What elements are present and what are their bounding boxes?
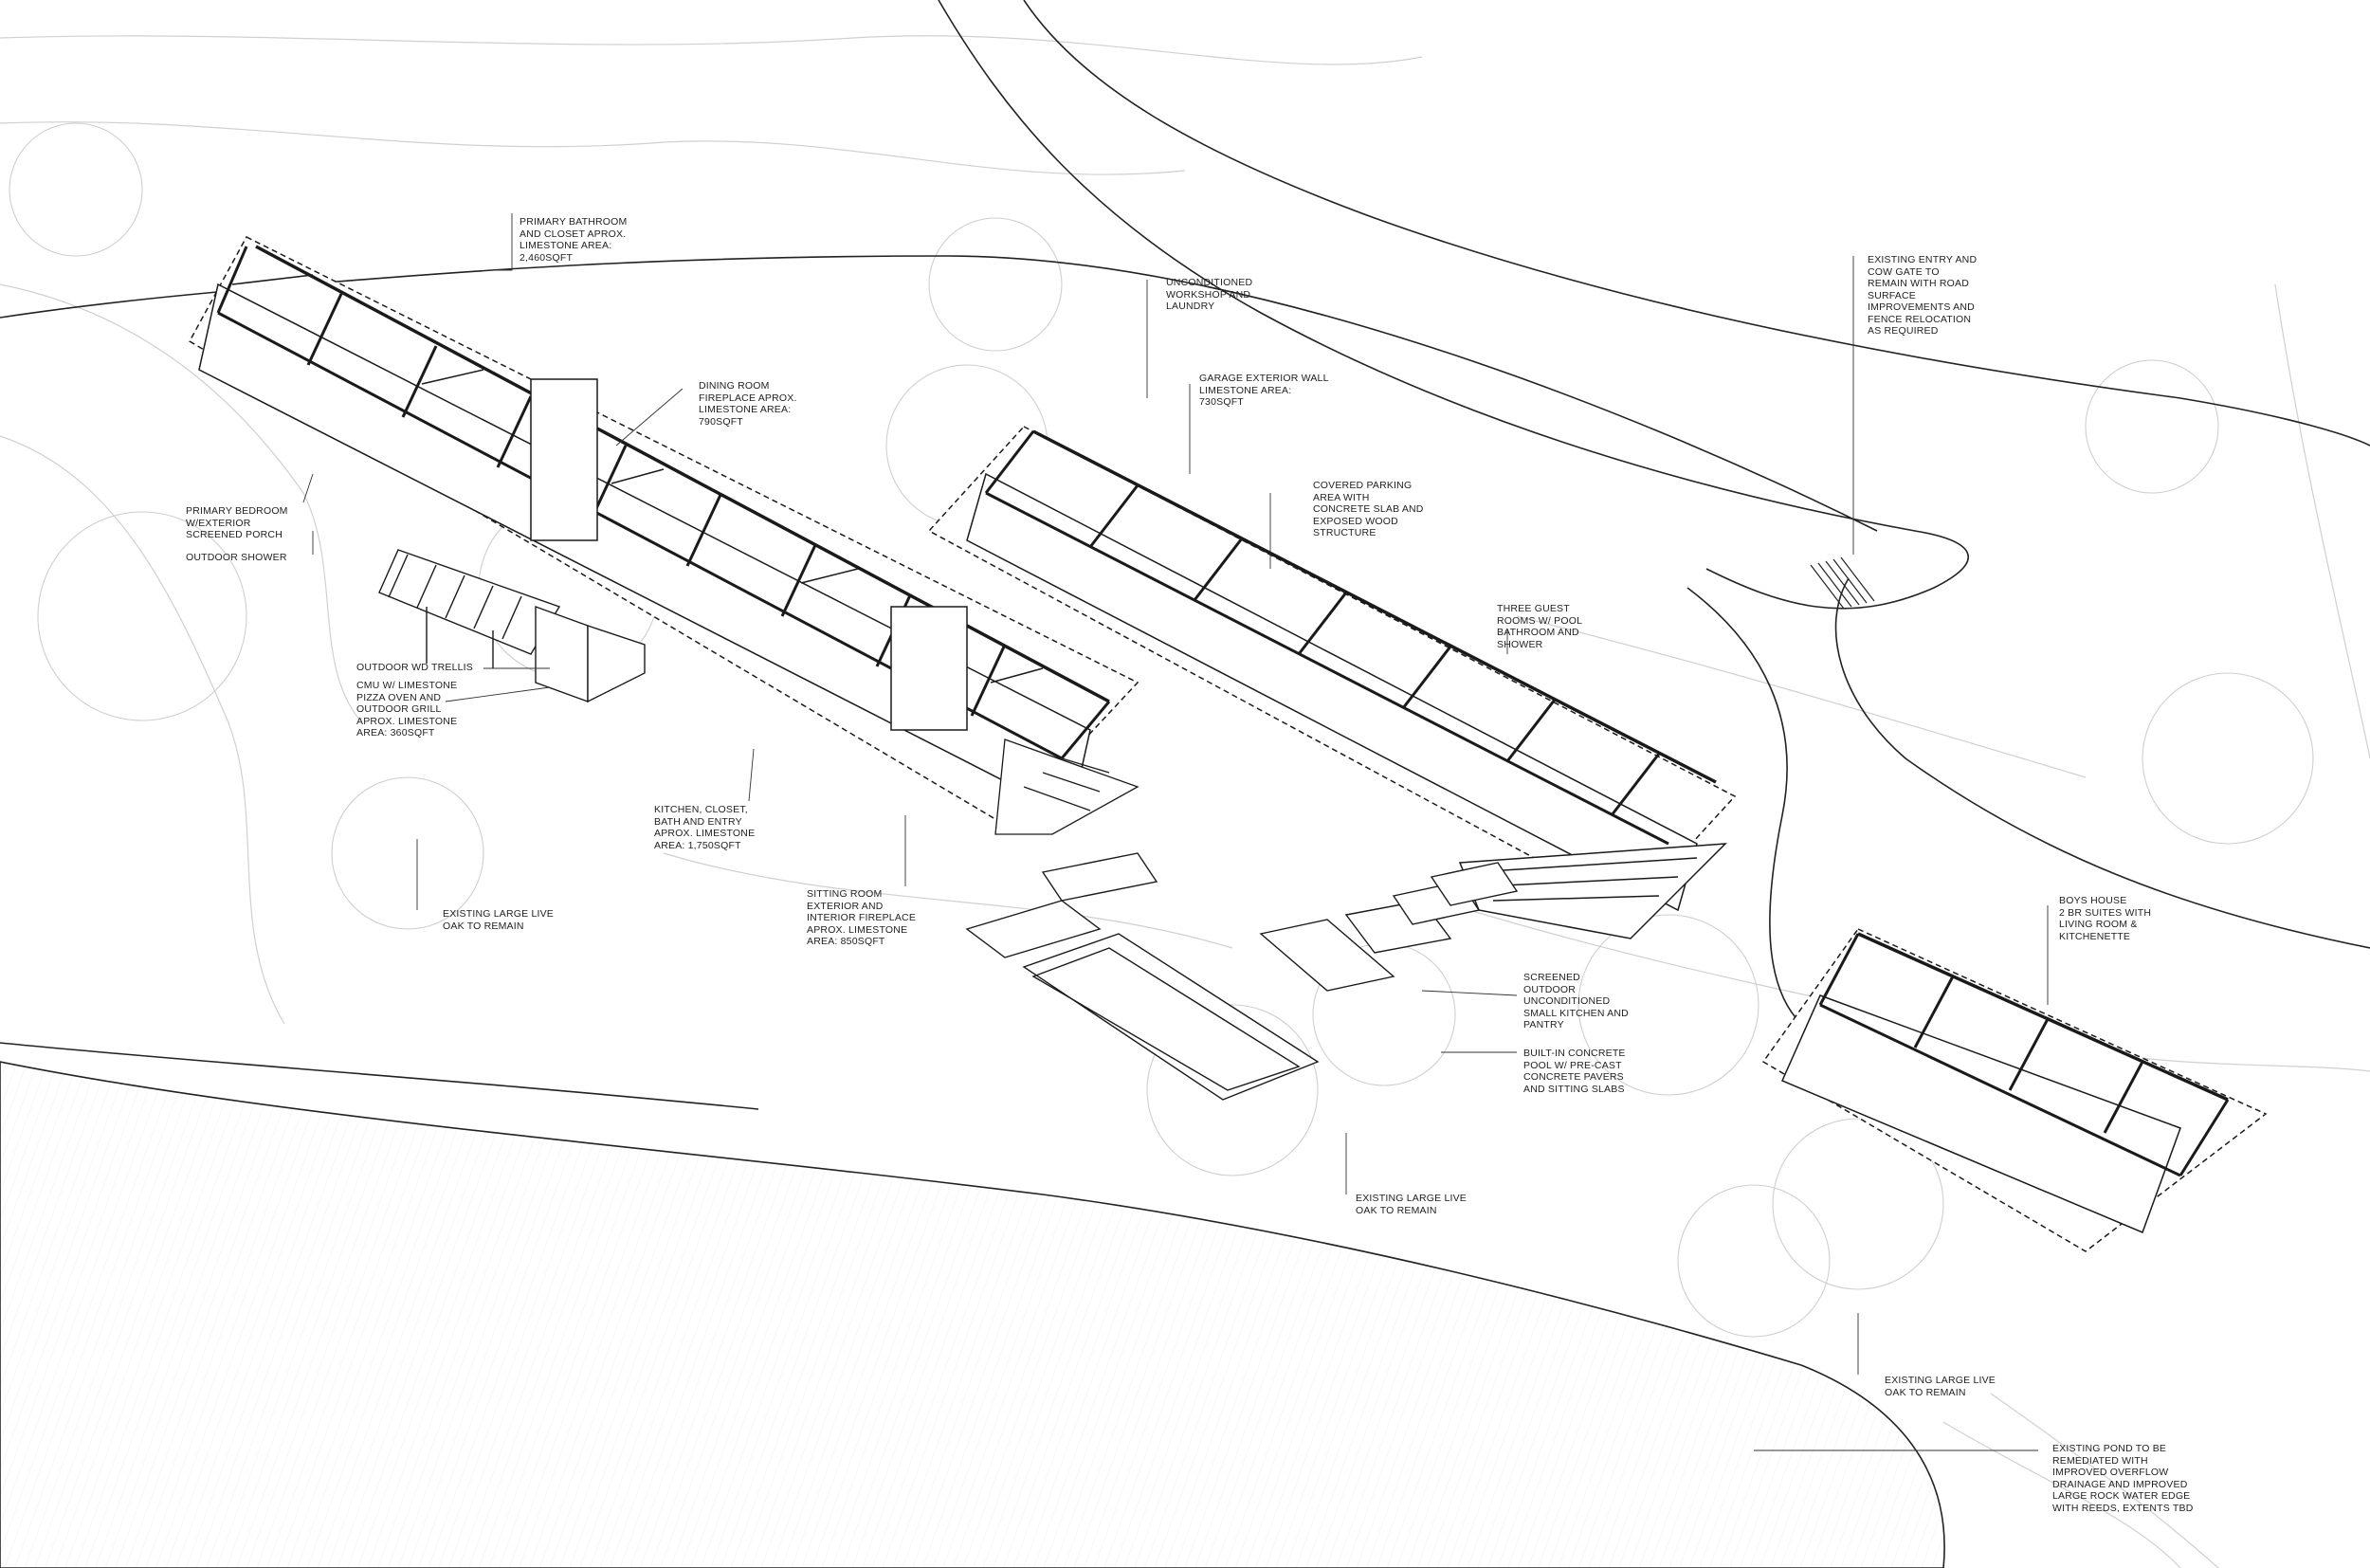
pool-and-pavers (965, 852, 1519, 1101)
pond (0, 1061, 1945, 1568)
tree-canopies (9, 122, 2314, 1338)
annotation-leaders (302, 213, 2049, 1451)
boys-house-structure (1761, 928, 2268, 1252)
pizza-oven-structure (535, 606, 646, 703)
site-boundary-lines (0, 0, 2370, 1110)
outdoor-trellis-structure (378, 549, 561, 668)
label-outdoor-shower: OUTDOOR SHOWER (186, 552, 287, 563)
main-stair (994, 738, 1139, 835)
main-house-structure (188, 236, 1139, 826)
guest-wing-structure (927, 426, 1737, 939)
cow-gate-icon (1810, 556, 1875, 610)
label-outdoor-trellis: OUTDOOR WD TRELLIS (356, 662, 474, 673)
